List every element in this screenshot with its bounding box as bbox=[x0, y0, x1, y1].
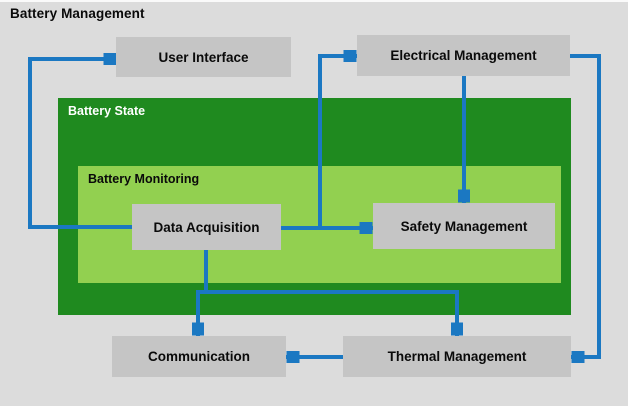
node-user-interface: User Interface bbox=[116, 37, 291, 77]
node-safety-management: Safety Management bbox=[373, 203, 555, 249]
node-user-interface-label: User Interface bbox=[158, 49, 249, 65]
group-battery-state-label: Battery State bbox=[68, 104, 146, 118]
node-thermal-management: Thermal Management bbox=[343, 336, 571, 377]
node-data-acquisition: Data Acquisition bbox=[132, 204, 281, 250]
edge-electrical-management-to-thermal-management bbox=[568, 54, 601, 357]
node-thermal-management-label: Thermal Management bbox=[387, 349, 527, 364]
node-safety-management-label: Safety Management bbox=[400, 218, 528, 234]
diagram-title: Battery Management bbox=[10, 6, 145, 21]
node-data-acquisition-label: Data Acquisition bbox=[153, 219, 260, 235]
node-communication: Communication bbox=[112, 336, 286, 377]
node-communication-label: Communication bbox=[147, 349, 250, 364]
top-border-strip bbox=[0, 0, 628, 2]
group-battery-monitoring-label: Battery Monitoring bbox=[88, 172, 200, 186]
node-electrical-management-label: Electrical Management bbox=[390, 48, 537, 63]
node-electrical-management: Electrical Management bbox=[357, 35, 570, 76]
